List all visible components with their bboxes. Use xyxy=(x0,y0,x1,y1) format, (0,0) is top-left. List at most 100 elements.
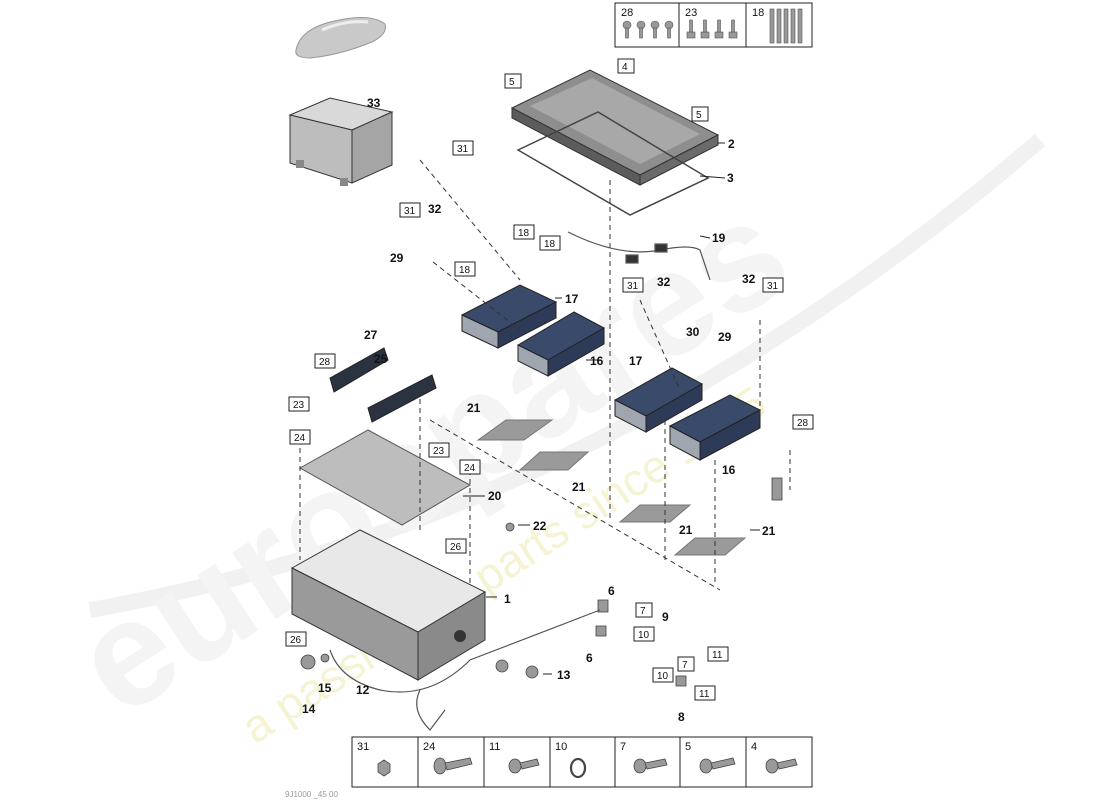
hardware-bottom-label-2: 24 xyxy=(423,741,435,753)
callout-8: 8 xyxy=(678,710,685,724)
hardware-top-label-3: 18 xyxy=(752,7,764,19)
boxed-ref-26b: 26 xyxy=(290,635,302,646)
boxed-ref: 31 xyxy=(622,277,644,293)
boxed-ref-31c: 31 xyxy=(627,281,639,292)
boxed-ref-18b: 18 xyxy=(544,239,556,250)
boxed-ref: 24 xyxy=(289,429,311,445)
boxed-ref-7b: 7 xyxy=(682,660,688,671)
callout-27: 27 xyxy=(364,328,378,342)
callout-32a: 32 xyxy=(428,202,442,216)
part-27-plate xyxy=(329,347,389,393)
boxed-ref-5a: 5 xyxy=(509,77,515,88)
callout-33: 33 xyxy=(367,96,381,110)
part-1-housing xyxy=(290,529,487,681)
leader-lines xyxy=(299,159,791,591)
footer-ref: 9J1000 _45 00 xyxy=(285,790,338,799)
boxed-ref-11a: 11 xyxy=(712,650,723,661)
boxed-ref: 26 xyxy=(285,631,307,647)
part-19-harness xyxy=(567,231,711,281)
hardware-bottom-label-6: 5 xyxy=(685,741,691,753)
boxed-ref-28b: 28 xyxy=(797,418,809,429)
boxed-ref: 5 xyxy=(691,106,709,122)
part-12-cable xyxy=(329,609,601,731)
watermark-swoosh xyxy=(88,133,1046,618)
part-25-plate xyxy=(367,374,437,423)
watermark: eurospares a passion for parts since 198… xyxy=(46,133,1046,753)
boxed-ref-18c: 18 xyxy=(459,265,471,276)
bolt-icon xyxy=(765,758,779,774)
boxed-ref-31d: 31 xyxy=(767,281,779,292)
callout-17b: 17 xyxy=(629,354,643,368)
callout-21a: 21 xyxy=(467,401,481,415)
boxed-ref: 24 xyxy=(459,459,481,475)
bolt-icon xyxy=(699,758,713,774)
boxed-ref-24b: 24 xyxy=(464,463,476,474)
callout-32b: 32 xyxy=(657,275,671,289)
part-20-cooling-plate xyxy=(298,429,472,526)
boxed-ref: 31 xyxy=(762,277,784,293)
callout-32c: 32 xyxy=(742,272,756,286)
boxed-ref: 23 xyxy=(288,396,310,412)
battery-module-16-right xyxy=(668,394,762,461)
bolt-icon xyxy=(633,758,647,774)
boxed-ref-23b: 23 xyxy=(433,446,445,457)
callout-21b: 21 xyxy=(572,480,586,494)
boxed-ref-10b: 10 xyxy=(657,671,669,682)
bolt-icon xyxy=(433,757,447,775)
hardware-top-label-1: 28 xyxy=(621,7,633,19)
boxed-ref-11b: 11 xyxy=(699,689,710,700)
part-33-cover xyxy=(288,97,394,186)
battery-module-17-right xyxy=(613,367,704,433)
hardware-bottom-label-5: 7 xyxy=(620,741,626,753)
boxed-ref-5b: 5 xyxy=(696,110,702,121)
boxed-ref: 10 xyxy=(652,667,674,683)
callout-29a: 29 xyxy=(390,251,404,265)
callout-21c: 21 xyxy=(679,523,693,537)
boxed-ref-10a: 10 xyxy=(638,630,650,641)
boxed-ref-24a: 24 xyxy=(294,433,306,444)
battery-module-17-left xyxy=(460,284,558,349)
boxed-ref: 31 xyxy=(452,140,474,156)
hardware-panel-top: 28 23 18 xyxy=(614,2,813,48)
boxed-ref-28a: 28 xyxy=(319,357,331,368)
hardware-bottom-label-4: 10 xyxy=(555,741,567,753)
boxed-ref: 7 xyxy=(677,656,695,672)
callout-17a: 17 xyxy=(565,292,579,306)
boxed-ref: 28 xyxy=(792,414,814,430)
hardware-top-label-2: 23 xyxy=(685,7,697,19)
boxed-ref-4: 4 xyxy=(622,62,628,73)
boxed-ref: 26 xyxy=(445,538,467,554)
boxed-ref: 11 xyxy=(694,685,716,701)
battery-module-16-left xyxy=(516,311,606,377)
part-3-seal xyxy=(516,111,710,216)
boxed-ref: 28 xyxy=(314,353,336,369)
boxed-ref: 4 xyxy=(617,58,635,74)
callout-25: 25 xyxy=(374,352,388,366)
callout-6a: 6 xyxy=(608,584,615,598)
callout-9: 9 xyxy=(662,610,669,624)
boxed-refs: 4 5 5 31 31 31 31 18 18 18 28 28 23 23 2… xyxy=(285,58,814,701)
callout-16a: 16 xyxy=(590,354,604,368)
callouts: 1 2 3 6 6 8 9 12 13 14 15 16 16 17 17 19… xyxy=(302,96,776,724)
callout-2: 2 xyxy=(728,137,735,151)
nut-icon xyxy=(377,759,391,777)
boxed-ref-23a: 23 xyxy=(293,400,305,411)
callout-14: 14 xyxy=(302,702,316,716)
washer-icon xyxy=(569,757,587,779)
hardware-bottom-label-1: 31 xyxy=(357,741,369,753)
car-thumbnail xyxy=(295,17,386,59)
bolt-icon xyxy=(508,758,522,774)
boxed-ref-31a: 31 xyxy=(457,144,469,155)
boxed-ref-7a: 7 xyxy=(640,606,646,617)
part-2-top-cover xyxy=(510,69,720,186)
boxed-ref-18a: 18 xyxy=(518,228,530,239)
callout-1: 1 xyxy=(504,592,511,606)
boxed-ref: 7 xyxy=(635,602,653,618)
callout-12: 12 xyxy=(356,683,370,697)
callout-22: 22 xyxy=(533,519,547,533)
hardware-bottom-label-3: 11 xyxy=(489,741,500,753)
boxed-ref: 10 xyxy=(633,626,655,642)
callout-15: 15 xyxy=(318,681,332,695)
boxed-ref: 18 xyxy=(539,235,561,251)
